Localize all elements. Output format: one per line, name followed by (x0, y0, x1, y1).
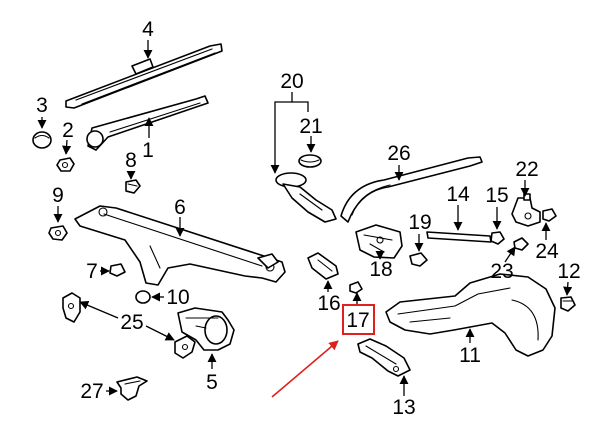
part-27-mount (116, 376, 148, 401)
callout-4: 4 (142, 18, 154, 41)
part-2-nut (56, 157, 75, 172)
callout-19: 19 (408, 211, 431, 234)
leader-lines (37, 40, 573, 396)
part-25-bracket-lower (174, 335, 196, 359)
callout-3: 3 (36, 94, 48, 117)
part-14-hose (426, 231, 492, 243)
part-12-clip (560, 296, 576, 312)
callout-24: 24 (535, 240, 559, 263)
callout-14: 14 (446, 183, 470, 206)
part-24-grommet (542, 208, 557, 222)
callout-5: 5 (206, 371, 218, 394)
part-4-wiper-blade (65, 43, 223, 109)
callout-18: 18 (369, 258, 392, 281)
part-26-hose (340, 156, 483, 223)
highlight-group (271, 304, 375, 398)
part-9-bushing (48, 225, 68, 241)
callout-1: 1 (142, 139, 154, 162)
part-5-wiper-motor (177, 307, 235, 351)
callout-6: 6 (174, 196, 186, 219)
callout-labels: 1 2 3 4 5 6 7 8 9 10 11 12 13 14 15 16 1… (36, 18, 581, 419)
callout-17: 17 (346, 309, 369, 332)
callout-9: 9 (52, 184, 64, 207)
callout-8: 8 (125, 149, 137, 172)
callout-7: 7 (86, 260, 98, 283)
callout-27: 27 (80, 380, 103, 403)
part-6-wiper-linkage (74, 205, 286, 286)
part-25-bracket-upper (62, 292, 81, 323)
callout-10: 10 (166, 286, 189, 309)
callout-11: 11 (459, 344, 481, 367)
part-21-cap (298, 154, 322, 168)
part-11-reservoir (385, 273, 556, 357)
callout-2: 2 (62, 119, 74, 142)
highlight-box (342, 304, 375, 335)
part-17-grommet (349, 281, 363, 294)
callout-26: 26 (387, 142, 410, 165)
callout-12: 12 (557, 260, 580, 283)
callout-13: 13 (392, 396, 415, 419)
callout-20: 20 (280, 70, 303, 93)
part-13-bracket (357, 338, 411, 377)
callout-25: 25 (120, 311, 143, 334)
highlight-arrow (271, 340, 339, 398)
callout-23: 23 (490, 260, 513, 283)
part-10-grommet (135, 290, 151, 304)
callout-16: 16 (317, 292, 340, 315)
part-15-clip (490, 231, 505, 245)
part-16-sensor (307, 252, 339, 280)
part-23-nozzle (513, 237, 529, 251)
callout-21: 21 (299, 115, 322, 138)
part-3-cap (32, 131, 52, 149)
part-20-filler-neck (275, 172, 337, 223)
part-22-washer-pump (511, 193, 541, 227)
callout-22: 22 (515, 158, 538, 181)
part-8-grommet (125, 179, 141, 194)
callout-15: 15 (485, 184, 508, 207)
part-7-clip (109, 263, 126, 277)
part-18-bracket (355, 224, 403, 259)
part-19-grommet (409, 252, 428, 267)
